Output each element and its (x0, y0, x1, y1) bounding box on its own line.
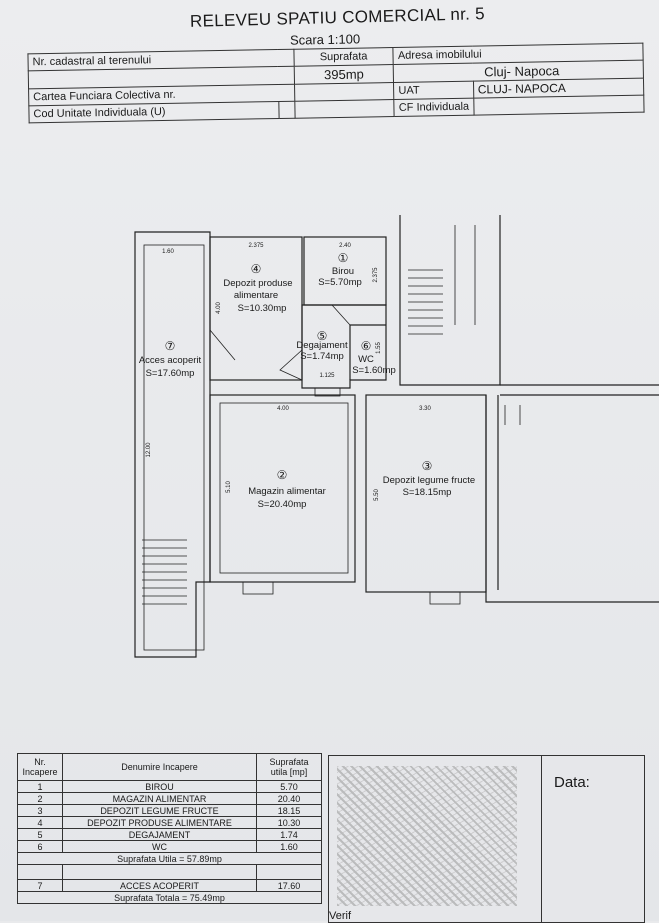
row-name: MAGAZIN ALIMENTAR (62, 792, 257, 805)
row-area: 5.70 (256, 780, 322, 793)
rooms-legend-table: Nr. Incapere Denumire Incapere Suprafata… (17, 753, 322, 904)
dim-label: 2.375 (373, 267, 379, 283)
dim-label: 12.00 (146, 442, 152, 458)
room-2-number: ② (277, 468, 288, 482)
row-area: 1.74 (256, 828, 322, 841)
dim-label: 1.55 (376, 342, 382, 354)
stamp-box: Data: Verif (328, 755, 645, 923)
room-1-name: Birou (332, 266, 354, 277)
dim-label: 5.10 (226, 481, 232, 493)
row-nr: 7 (17, 879, 63, 892)
room-1-number: ① (338, 251, 349, 265)
row-area: 17.60 (256, 879, 322, 892)
carte-funciara-value (294, 82, 395, 102)
suprafata-value: 395mp (294, 64, 394, 85)
dim-label: 3.30 (419, 406, 431, 412)
stairs-icon (142, 225, 521, 605)
row-name: DEGAJAMENT (62, 828, 257, 841)
dim-label: 4.00 (277, 406, 289, 412)
row-nr: 1 (17, 780, 63, 793)
dim-label: 1.125 (319, 373, 335, 379)
date-label: Data: (554, 774, 590, 791)
row-area: 18.15 (256, 804, 322, 817)
dim-label: 2.375 (248, 243, 264, 249)
legend-header-area: Suprafata utila [mp] (256, 753, 322, 781)
row-name: BIROU (62, 780, 257, 793)
dim-label: 1.60 (162, 249, 174, 255)
room-4-name: Depozit produse (223, 278, 292, 289)
cf-individuala-value (473, 95, 645, 116)
scale-label: Scara 1:100 (289, 31, 361, 48)
document-title: RELEVEU SPATIU COMERCIAL nr. 5 (189, 4, 486, 31)
cf-individuala-label: CF Individuala (394, 98, 474, 117)
empty-cell (17, 864, 63, 880)
room-5-number: ⑤ (317, 329, 328, 343)
uat-label: UAT (393, 81, 474, 100)
subtotal-row: Suprafata Utila = 57.89mp (17, 852, 322, 865)
wall-acces (134, 231, 211, 658)
room-2-area: S=20.40mp (258, 499, 307, 510)
total-row: Suprafata Totala = 75.49mp (17, 891, 322, 904)
room-7-number: ⑦ (165, 339, 176, 353)
legend-header-name: Denumire Incapere (62, 753, 257, 781)
row-nr: 3 (17, 804, 63, 817)
legend-header-nr: Nr. Incapere (17, 753, 63, 781)
room-6-number: ⑥ (361, 339, 372, 353)
row-nr: 2 (17, 792, 63, 805)
room-4-number: ④ (251, 262, 262, 276)
verified-label: Verif (329, 910, 352, 922)
room-6-name: WC (358, 354, 374, 365)
row-nr: 4 (17, 816, 63, 829)
row-name: DEPOZIT PRODUSE ALIMENTARE (62, 816, 257, 829)
room-5-name: Degajament (296, 340, 348, 351)
room-3-number: ③ (422, 459, 433, 473)
empty-cell (256, 864, 322, 880)
room-7-area: S=17.60mp (146, 368, 195, 379)
cod-unitate-value-2 (294, 99, 395, 119)
dim-label: 4.00 (216, 302, 222, 314)
room-5-area: S=1.74mp (300, 351, 344, 362)
row-name: ACCES ACOPERIT (62, 879, 257, 892)
cod-unitate-label: Cod Unitate Individuala (U) (28, 101, 279, 123)
empty-cell (62, 864, 257, 880)
stamp-image (337, 766, 517, 906)
row-name: DEPOZIT LEGUME FRUCTE (62, 804, 257, 817)
row-area: 20.40 (256, 792, 322, 805)
row-nr: 5 (17, 828, 63, 841)
floor-plan: ④ Depozit produse alimentare S=10.30mp ①… (134, 215, 659, 658)
cod-unitate-value (278, 101, 295, 119)
dim-label: 2.40 (339, 243, 351, 249)
suprafata-label: Suprafata (293, 47, 394, 67)
room-4-name-2: alimentare (234, 290, 278, 301)
row-area: 10.30 (256, 816, 322, 829)
wall-room-2 (209, 394, 356, 583)
room-7-name: Acces acoperit (139, 355, 202, 366)
room-2-name: Magazin alimentar (248, 486, 326, 497)
row-nr: 6 (17, 840, 63, 853)
room-3-name: Depozit legume fructe (383, 475, 475, 486)
dim-label: 5.50 (374, 489, 380, 501)
room-4-area: S=10.30mp (238, 303, 287, 314)
room-3-area: S=18.15mp (403, 487, 452, 498)
row-area: 1.60 (256, 840, 322, 853)
room-1-area: S=5.70mp (318, 277, 362, 288)
room-6-area: S=1.60mp (352, 365, 396, 376)
header-table: Nr. cadastral al terenului Suprafata Adr… (27, 43, 645, 124)
stairwell (399, 215, 501, 386)
row-name: WC (62, 840, 257, 853)
